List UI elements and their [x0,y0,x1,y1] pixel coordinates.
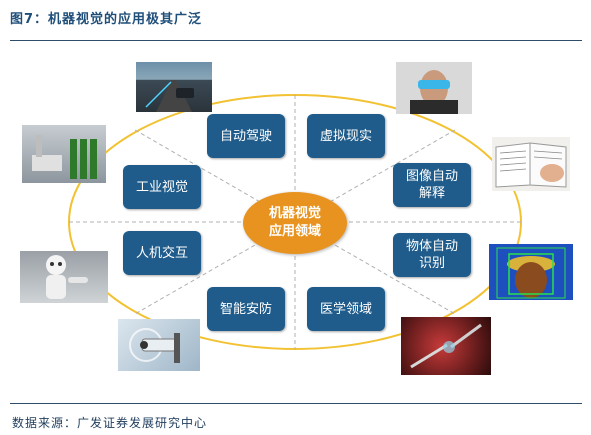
area-industrial-vision: 工业视觉 [123,165,201,209]
area-label-line1: 物体自动 [405,239,458,254]
center-line2: 应用领域 [268,224,321,239]
area-label: 智能安防 [219,301,272,317]
bottom-divider [10,403,582,404]
center-line1: 机器视觉 [268,206,321,221]
area-label: 自动驾驶 [219,128,272,144]
surgery-photo [401,317,491,375]
area-human-computer-interaction: 人机交互 [123,231,201,275]
area-object-recognition: 物体自动 识别 [393,233,471,277]
dog-detection-photo [489,244,573,300]
area-label-line1: 图像自动 [405,169,458,184]
vr-goggles-photo [396,62,472,114]
car-road-photo [136,62,212,112]
center-node: 机器视觉 应用领域 [243,192,347,254]
book-hand-photo [492,137,570,191]
figure-title: 图7：机器视觉的应用极其广泛 [10,12,203,27]
bottles-robot-photo [22,125,106,183]
security-camera-photo [118,319,200,371]
area-label: 工业视觉 [135,179,188,195]
top-divider [10,40,582,41]
source-note: 数据来源：广发证券发展研究中心 [12,416,208,430]
area-label-line2: 识别 [418,256,445,271]
area-label: 医学领域 [319,301,372,317]
area-image-interpretation: 图像自动 解释 [393,163,471,207]
area-virtual-reality: 虚拟现实 [307,114,385,158]
area-autonomous-driving: 自动驾驶 [207,114,285,158]
area-medical: 医学领域 [307,287,385,331]
area-label: 人机交互 [135,245,188,261]
area-smart-security: 智能安防 [207,287,285,331]
humanoid-robot-photo [20,251,108,303]
area-label: 虚拟现实 [319,128,372,144]
area-label-line2: 解释 [418,186,445,201]
